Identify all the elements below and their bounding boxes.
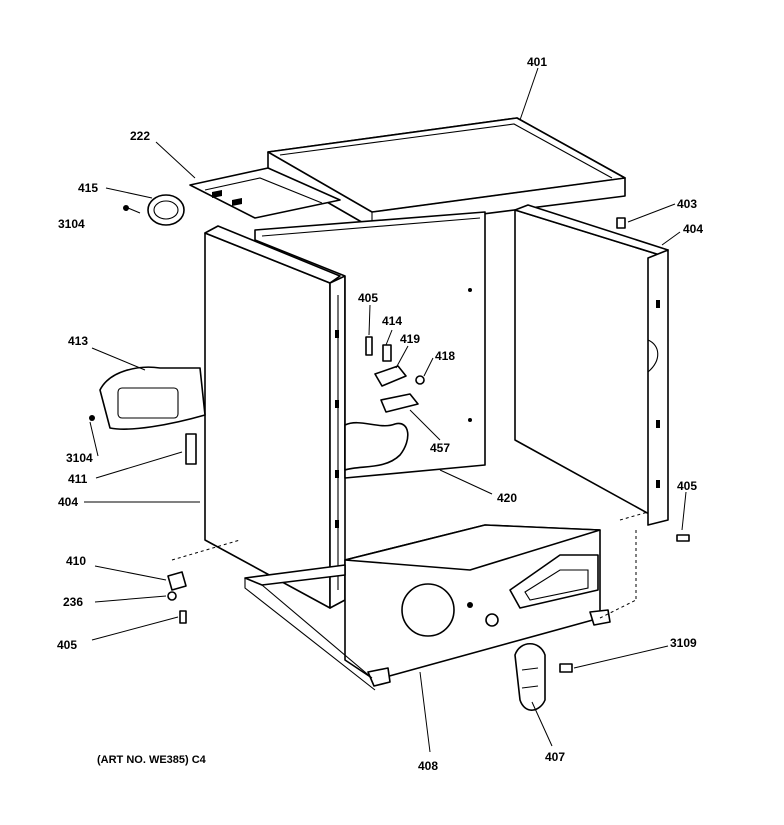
rear-bracket-222 [189,167,341,219]
part-414 [382,344,392,362]
art-number-note: (ART NO. WE385) C4 [97,754,207,766]
leader-lines [84,67,687,753]
label-414: 414 [382,314,402,328]
label-405-right: 405 [677,479,697,493]
label-410: 410 [66,554,86,568]
label-404-right: 404 [683,222,703,236]
label-457: 457 [430,441,450,455]
access-cover-413 [89,366,206,430]
label-411: 411 [68,472,88,486]
label-404-left: 404 [58,495,78,509]
hinge-parts [167,539,241,624]
base-rail [244,564,637,691]
label-407: 407 [545,750,565,764]
label-236: 236 [63,595,83,609]
front-base-panel-408 [344,524,611,687]
part-labels: 401 222 415 3104 403 404 405 414 419 418… [57,55,703,773]
label-418: 418 [435,349,455,363]
label-408: 408 [418,759,438,773]
screw-405-bottom [179,610,187,624]
label-405-bottom: 405 [57,638,77,652]
label-415: 415 [78,181,98,195]
top-cover-401 [267,117,626,229]
label-222: 222 [130,129,150,143]
label-405-mid: 405 [358,291,378,305]
label-3104-left: 3104 [66,451,93,465]
label-3104-top: 3104 [58,217,85,231]
part-457 [380,393,419,413]
label-419: 419 [400,332,420,346]
part-419 [374,365,407,387]
part-410 [167,571,187,591]
part-236 [167,591,177,601]
label-3109: 3109 [670,636,697,650]
part-418 [415,375,425,385]
small-parts-cluster [365,336,425,413]
cover-plate-415 [123,194,185,226]
right-side-panel-404 [514,204,669,600]
bracket-411 [185,433,197,465]
label-401: 401 [527,55,547,69]
label-413: 413 [68,334,88,348]
label-420: 420 [497,491,517,505]
screw-405-mid [365,336,373,356]
left-side-panel-404 [204,225,346,609]
label-403: 403 [677,197,697,211]
motor-bracket-407 [514,217,690,711]
